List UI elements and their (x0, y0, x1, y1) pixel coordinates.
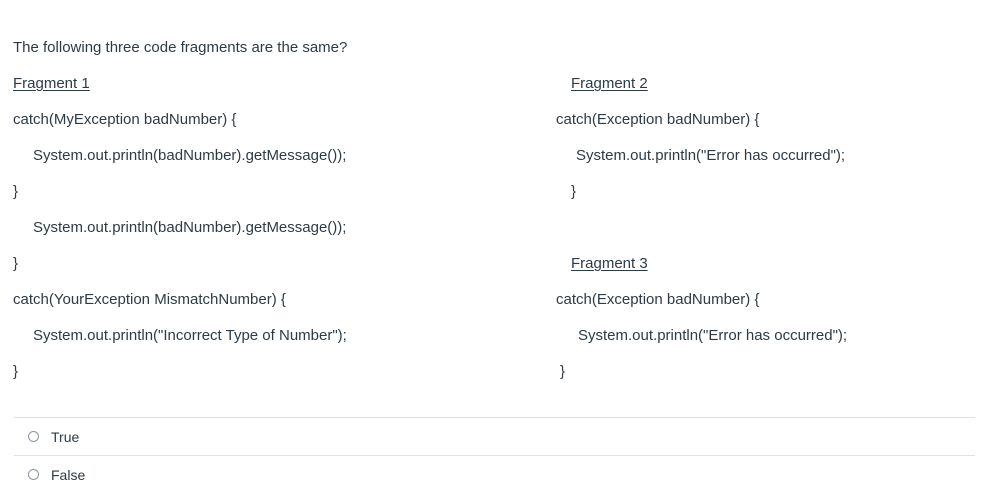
code-line: Fragment 1 (13, 72, 533, 108)
code-line: } (571, 183, 577, 200)
code-line: } (13, 363, 19, 380)
fragment-heading: Fragment 3 (571, 255, 648, 272)
code-line: System.out.println("Error has occurred")… (578, 327, 848, 344)
code-line: System.out.println("Incorrect Type of Nu… (33, 327, 347, 344)
fragment-column-left: Fragment 1 catch(MyException badNumber) … (13, 72, 533, 396)
answer-option-label: False (51, 466, 86, 483)
code-line: } (560, 363, 566, 380)
code-line: System.out.println("Error has occurred")… (576, 147, 846, 164)
code-line: catch(MyException badNumber) { (13, 111, 237, 128)
radio-button-icon[interactable] (28, 431, 39, 442)
code-line-spacer (556, 216, 976, 252)
answer-option-label: True (51, 428, 80, 445)
code-line: System.out.println(badNumber).getMessage… (33, 219, 347, 236)
code-line: System.out.println(badNumber).getMessage… (33, 147, 347, 164)
fragment-column-right: Fragment 2 catch(Exception badNumber) { … (556, 72, 976, 396)
radio-button-icon[interactable] (28, 469, 39, 480)
code-line: catch(YourException MismatchNumber) { (13, 291, 286, 308)
answer-option-false[interactable]: False (14, 455, 975, 493)
question-prompt: The following three code fragments are t… (13, 39, 348, 56)
code-line: Fragment 3 (556, 252, 976, 288)
code-line: catch(Exception badNumber) { (556, 111, 760, 128)
answer-option-true[interactable]: True (14, 417, 975, 455)
answer-options-list: True False (0, 417, 984, 493)
code-line: catch(Exception badNumber) { (556, 291, 760, 308)
code-line: } (13, 183, 19, 200)
fragment-heading: Fragment 2 (571, 75, 648, 92)
code-line: Fragment 2 (556, 72, 976, 108)
fragment-heading: Fragment 1 (13, 75, 90, 92)
code-line: } (13, 255, 19, 272)
